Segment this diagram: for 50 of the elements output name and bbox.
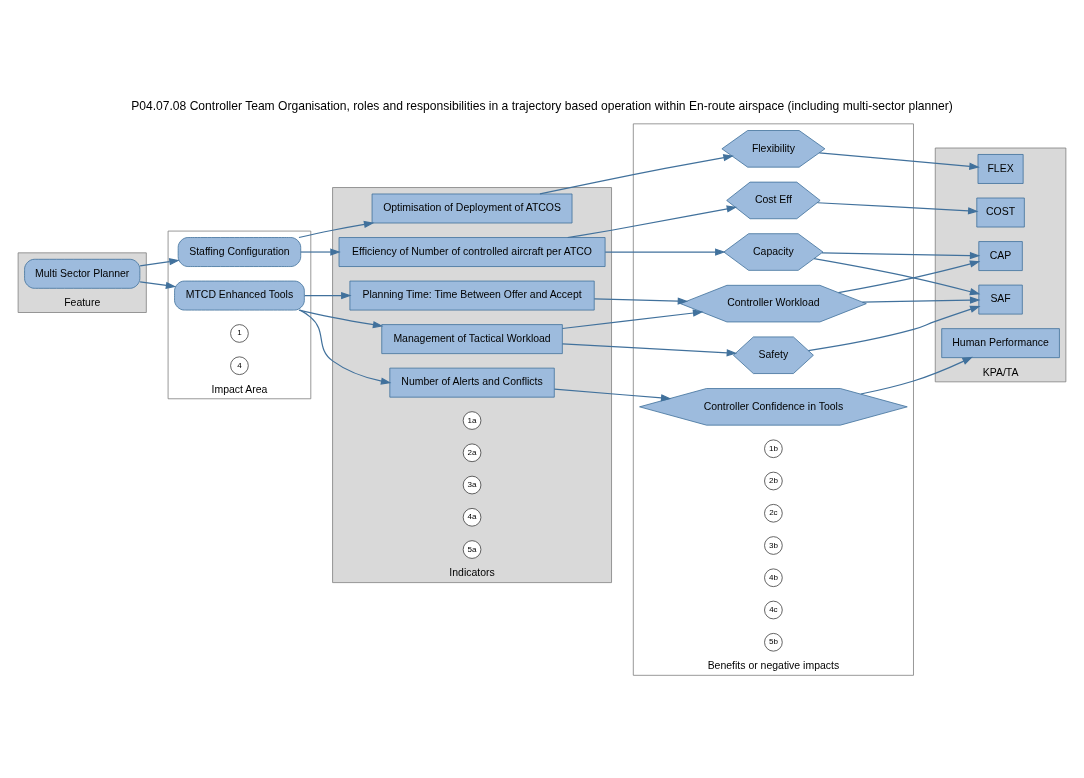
arrow [553, 388, 672, 401]
arrow [561, 308, 704, 329]
arrow [298, 220, 375, 238]
arrow [139, 280, 177, 289]
node-box: Planning Time: Time Between Offer and Accept [349, 280, 595, 310]
node-circle: 5a [462, 539, 482, 559]
arrow [821, 251, 981, 259]
node-circle: 5b [764, 632, 783, 652]
node-box: Human Performance [941, 327, 1060, 358]
arrow [860, 356, 973, 395]
node-circle: 1a [462, 410, 482, 430]
arrow [561, 342, 738, 356]
arrow [298, 309, 384, 328]
node-box: FLEX [977, 153, 1024, 184]
arrow [300, 247, 341, 256]
node-box: CAP [978, 240, 1023, 271]
diagram-title: P04.07.08 Controller Team Organisation, roles and responsibilities in a trajectory based operation within En-route airspace (including multi-sector planner) [131, 98, 953, 113]
node-circle: 2b [764, 471, 783, 490]
arrow [816, 201, 979, 214]
node-box: Management of Tactical Workload [381, 323, 563, 354]
arrow [837, 259, 981, 293]
node-box: Efficiency of Number of controlled aircraft per ATCO [338, 236, 606, 267]
node-circle: 3a [462, 475, 482, 494]
arrow [604, 247, 726, 256]
node-circle: 4a [462, 507, 482, 527]
node-box: SAF [978, 284, 1023, 314]
arrow [567, 204, 738, 238]
arrow [813, 257, 981, 295]
node-circle: 1b [764, 439, 783, 458]
node-box: Staffing Configuration [177, 236, 302, 267]
arrow [299, 309, 392, 385]
arrow [593, 296, 689, 305]
arrow [139, 257, 180, 266]
arrow [807, 305, 981, 351]
arrow [818, 151, 980, 170]
node-circle: 2c [764, 503, 783, 523]
node-box: COST [976, 197, 1025, 227]
node-box: Number of Alerts and Conflicts [389, 367, 555, 398]
node-box: Optimisation of Deployment of ATCOS [371, 193, 573, 223]
arrow [539, 153, 734, 195]
node-circle: 2a [462, 443, 482, 462]
node-circle: 3b [764, 535, 783, 555]
arrow [304, 291, 352, 299]
node-box: MTCD Enhanced Tools [174, 280, 305, 310]
node-circle: 4c [764, 600, 783, 619]
arrow [861, 295, 981, 304]
node-circle: 4b [764, 568, 783, 587]
node-circle: 4 [230, 355, 249, 375]
node-circle: 1 [230, 323, 249, 343]
node-box: Multi Sector Planner [24, 258, 141, 289]
